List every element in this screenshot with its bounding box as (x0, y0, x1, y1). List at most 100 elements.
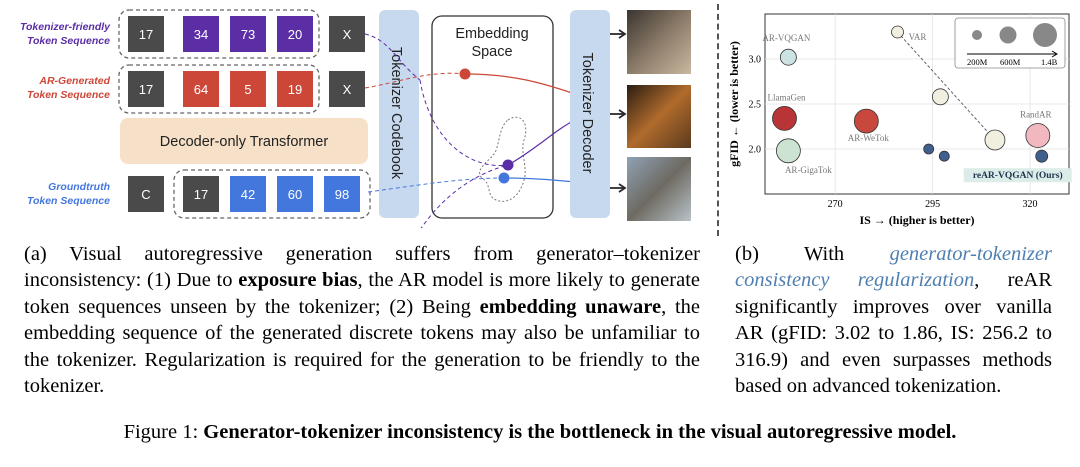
token-friendly-x (329, 16, 365, 52)
gt-label-line2: Token Sequence (27, 195, 110, 207)
cat-image-bottom (627, 157, 691, 221)
gt-sequence-frame (173, 169, 371, 219)
panel-separator (717, 4, 719, 236)
ar-label-line1: AR-Generated (38, 75, 110, 87)
token-friendly-4-text: 20 (288, 27, 302, 42)
friendly-sequence-frame (118, 9, 320, 59)
token-friendly-3 (230, 16, 266, 52)
size-legend-small (972, 30, 982, 40)
token-friendly-2 (183, 16, 219, 52)
token-friendly-1 (128, 16, 164, 52)
chart-point-label: LlamaGen (767, 92, 805, 102)
row-label-friendly: Tokenizer-friendly Token Sequence (20, 21, 111, 47)
chart-point-label: reAR-VQGAN (Ours) (973, 170, 1063, 181)
chart-point (891, 25, 904, 39)
caption-b: (b) With generator-tokenizer consistency… (735, 241, 1052, 399)
row-label-ar: AR-Generated Token Sequence (27, 75, 111, 101)
token-gt-c (128, 176, 164, 212)
token-ar-3 (230, 71, 266, 107)
cat-image-middle (627, 85, 691, 148)
ours-label-bg (963, 168, 1072, 183)
token-ar-x-text: X (343, 82, 352, 97)
caption-a-bold-2: embedding unaware (479, 295, 662, 318)
chart-point-label: RandAR (1020, 110, 1052, 120)
token-gt-3-text: 60 (288, 187, 302, 202)
friendly-connector (364, 33, 421, 81)
ar-connector-a (364, 72, 466, 89)
var-trend-line (897, 31, 996, 141)
embedding-label-line2: Space (471, 44, 512, 60)
token-friendly-2-text: 34 (194, 27, 208, 42)
friendly-label-line1: Tokenizer-friendly (20, 21, 111, 33)
token-ar-2 (183, 71, 219, 107)
token-ar-4 (277, 71, 313, 107)
ar-sequence-frame (118, 64, 320, 114)
x-axis-label: IS → (higher is better) (859, 213, 974, 227)
friendly-connector-4 (507, 119, 576, 166)
chart-point (1035, 149, 1049, 163)
gt-connector-b (503, 177, 576, 183)
size-legend-1-4b: 1.4B (1041, 57, 1058, 67)
size-legend-200m: 200M (967, 57, 988, 67)
chart-points (772, 25, 1051, 164)
token-friendly-1-text: 17 (139, 27, 153, 42)
tokenizer-codebook-block (379, 10, 419, 218)
chart-point (779, 48, 797, 66)
y-axis-label: gFID ← (lower is better) (727, 41, 741, 167)
size-legend-medium (999, 26, 1017, 44)
token-ar-3-text: 5 (244, 82, 251, 97)
transformer-label: Decoder-only Transformer (160, 134, 329, 150)
token-gt-2-text: 42 (241, 187, 255, 202)
friendly-label-line2: Token Sequence (27, 35, 110, 47)
token-friendly-3-text: 73 (241, 27, 255, 42)
caption-a-text-1: (a) Visual autoregressive generation suf… (24, 243, 700, 292)
token-ar-1 (128, 71, 164, 107)
chart-point-label: AR-GigaTok (785, 165, 832, 175)
token-gt-c-text: C (141, 187, 150, 202)
caption-b-text-1: (b) With (735, 243, 890, 265)
y-tick-label: 3.0 (749, 55, 762, 66)
friendly-connector-3 (420, 164, 509, 228)
caption-a-bold-1: exposure bias (238, 269, 358, 292)
figure-caption-prefix: Figure 1: (123, 421, 204, 443)
caption-a: (a) Visual autoregressive generation suf… (24, 241, 700, 399)
embedding-label-line1: Embedding (455, 26, 528, 42)
gt-embedding-dot (498, 172, 510, 184)
transformer-block (120, 118, 368, 164)
token-ar-2-text: 64 (194, 82, 208, 97)
token-gt-2 (230, 176, 266, 212)
row-label-gt: Groundtruth Token Sequence (27, 181, 110, 207)
caption-b-text-2: , reAR significantly improves over vanil… (735, 269, 1053, 398)
token-friendly-x-text: X (343, 27, 352, 42)
token-gt-4-text: 98 (335, 187, 349, 202)
codebook-label: Tokenizer Codebook (388, 47, 404, 180)
gt-label-line1: Groundtruth (48, 181, 110, 193)
cat-image-top (627, 10, 691, 74)
token-gt-1 (183, 176, 219, 212)
chart-point (938, 150, 950, 162)
token-ar-x (329, 71, 365, 107)
token-ar-4-text: 19 (288, 82, 302, 97)
chart-point-label: VAR (909, 32, 927, 42)
x-tick-label: 295 (925, 199, 940, 210)
caption-a-text-3: , the embedding sequence of the generate… (24, 295, 701, 398)
output-arrows (610, 29, 627, 193)
y-tick-label: 2.5 (749, 100, 762, 111)
size-legend-600m: 600M (1000, 57, 1021, 67)
friendly-connector-2 (419, 79, 509, 167)
caption-a-text-2: , the AR model is more likely to generat… (24, 269, 700, 318)
architecture-diagram: Tokenizer-friendly Token Sequence AR-Gen… (20, 9, 691, 228)
x-tick-label: 320 (1023, 199, 1038, 210)
chart-point (1025, 123, 1051, 148)
ar-label-line2: Token Sequence (27, 89, 110, 101)
ar-embedding-dot (459, 68, 471, 80)
decoder-label: Tokenizer Decoder (579, 53, 595, 174)
ar-connector-b (464, 73, 576, 95)
chart-point (984, 129, 1006, 151)
gt-connector-a (367, 177, 505, 193)
caption-b-italic: generator-tokenizer consistency regulari… (735, 243, 1052, 292)
chart-point (923, 143, 935, 155)
